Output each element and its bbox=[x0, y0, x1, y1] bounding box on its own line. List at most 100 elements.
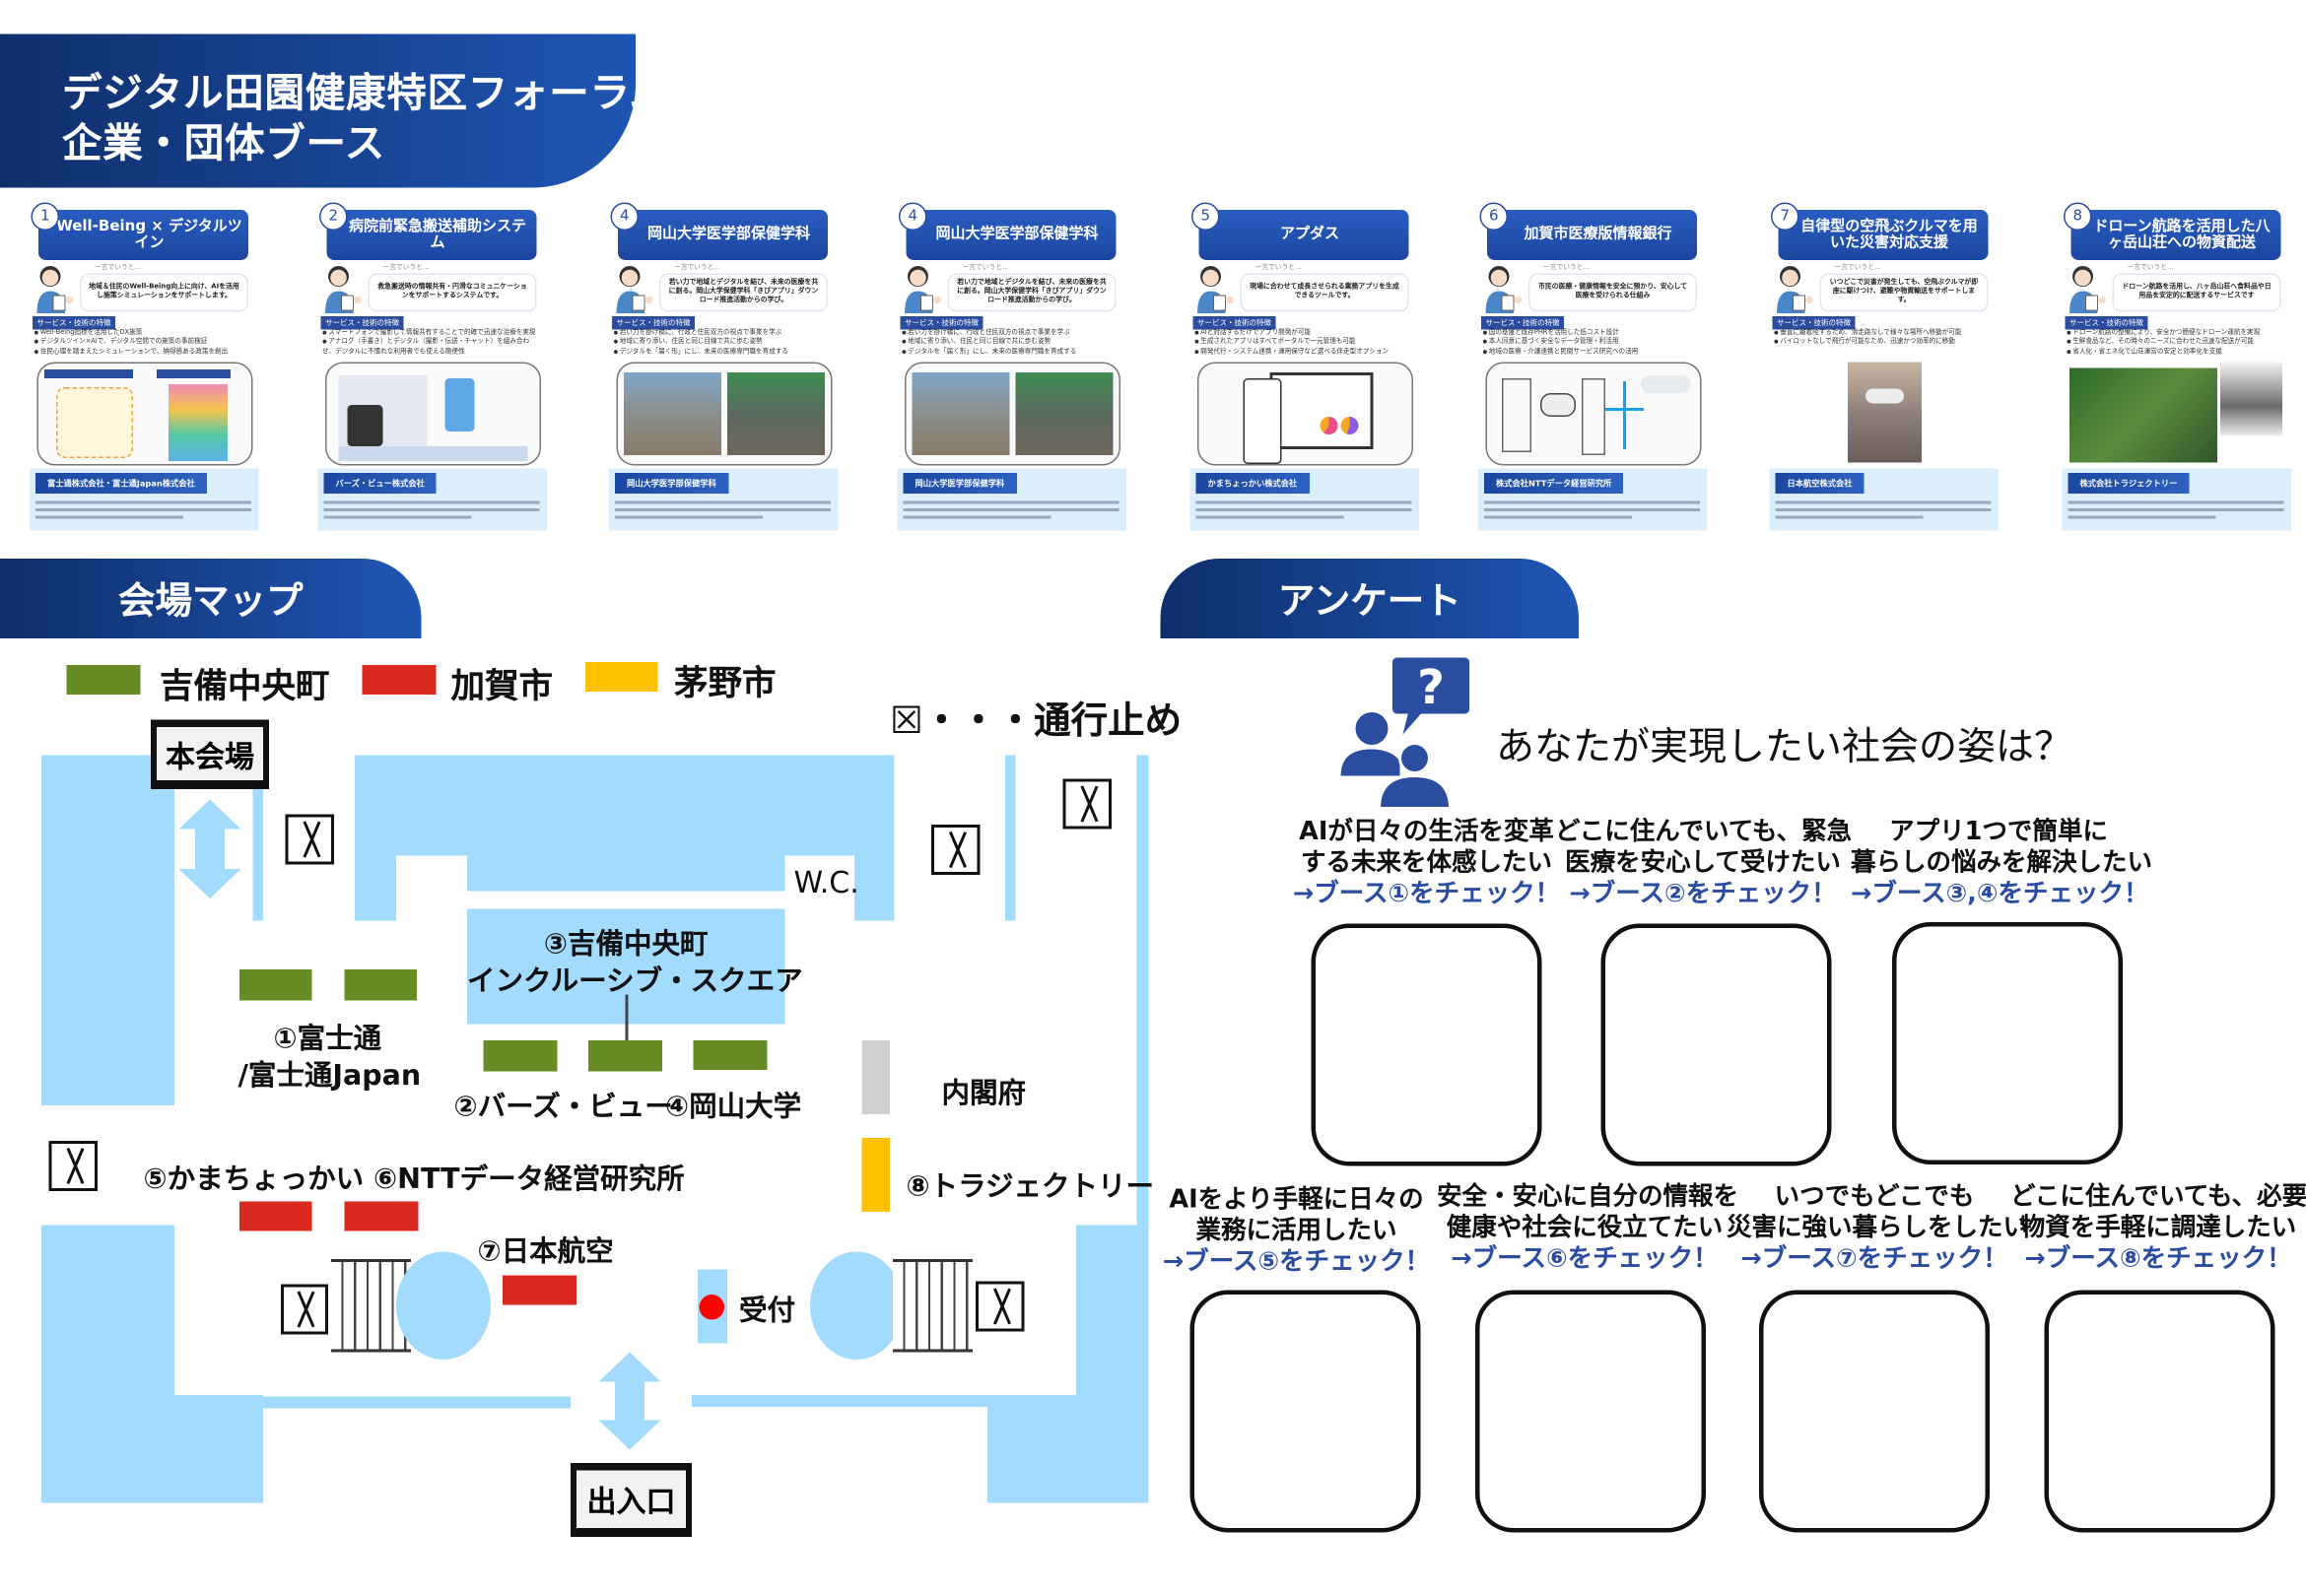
presenter-icon bbox=[2067, 263, 2108, 313]
booth-fujitsu[interactable] bbox=[239, 969, 312, 1001]
sticker-box[interactable] bbox=[1311, 923, 1542, 1166]
company-description-line bbox=[903, 515, 1051, 519]
company-name: 日本航空株式会社 bbox=[1775, 473, 1865, 494]
booth56-label: ⑤かまちょっかい ⑥NTTデータ経営研究所 bbox=[143, 1163, 685, 1196]
legend-label-kibichuo: 吉備中央町 bbox=[160, 668, 330, 706]
company-description-line bbox=[615, 515, 763, 519]
sticker-box[interactable] bbox=[1759, 1290, 1990, 1533]
sticker-box[interactable] bbox=[2044, 1290, 2275, 1533]
survey-option-text: 安全・安心に自分の情報を健康や社会に役立てたい→ブース⑥をチェック！ bbox=[1437, 1182, 1738, 1276]
floor-area bbox=[252, 786, 263, 921]
booth-number-badge: 4 bbox=[899, 202, 927, 231]
company-description-line bbox=[1195, 500, 1412, 504]
floor-area bbox=[263, 1396, 571, 1409]
sticker-box[interactable] bbox=[1892, 922, 2123, 1164]
booth-cabinet-office[interactable] bbox=[861, 1040, 890, 1114]
closed-legend: ☒・・・通行止め bbox=[890, 698, 1183, 743]
legend-swatch-chino bbox=[585, 662, 658, 692]
booth-okayama-univ[interactable] bbox=[693, 1040, 768, 1070]
company-description-line bbox=[1775, 508, 1992, 511]
company-description-line bbox=[2068, 508, 2284, 511]
floor-area bbox=[987, 1395, 1076, 1503]
floor-area bbox=[355, 755, 396, 921]
floor-area bbox=[41, 1225, 174, 1503]
feature-list: 垂直に離着陸するため、滑走路なしで様々な場所へ移動が可能パイロットなしで飛行が可… bbox=[1774, 330, 1993, 349]
option-line1: どこに住んでいても、緊急 bbox=[1555, 817, 1853, 847]
floor-area bbox=[174, 1395, 263, 1503]
feature-label: サービス・技術の特徴 bbox=[1481, 316, 1565, 330]
feature-item: 住民心理を踏まえたシミュレーションで、納得感ある政策を創出 bbox=[34, 349, 253, 359]
booth-trajectory[interactable] bbox=[861, 1138, 890, 1212]
feature-label: サービス・技術の特徴 bbox=[1772, 316, 1856, 330]
header-title-line2: 企業・団体ブース bbox=[62, 121, 385, 167]
booth-jal[interactable] bbox=[503, 1275, 576, 1305]
option-line1: 安全・安心に自分の情報を bbox=[1437, 1182, 1738, 1212]
company-description-line bbox=[1195, 515, 1344, 519]
people-question-icon: ? bbox=[1340, 657, 1469, 809]
option-line2: 健康や社会に役立てたい bbox=[1446, 1213, 1724, 1243]
survey-question: あなたが実現したい社会の姿は？ bbox=[1496, 725, 2073, 770]
booth-number-badge: 6 bbox=[1479, 202, 1508, 231]
sticker-box[interactable] bbox=[1600, 923, 1832, 1166]
company-description-line bbox=[323, 508, 540, 511]
summary-bubble: 地域＆住民のWell-Being向上に向け、AIを活用し施策シミュレーションをサ… bbox=[80, 273, 248, 312]
booth-check-link[interactable]: →ブース②をチェック！ bbox=[1569, 879, 1837, 909]
booth-check-link[interactable]: →ブース⑦をチェック！ bbox=[1740, 1244, 2008, 1274]
booth-number-badge: 2 bbox=[319, 202, 348, 231]
booth-title: 岡山大学医学部保健学科 bbox=[906, 210, 1117, 260]
survey-option-text: AIをより手軽に日々の業務に活用したい→ブース⑤をチェック！ bbox=[1149, 1185, 1445, 1279]
booth-kamachokkai[interactable] bbox=[239, 1201, 312, 1231]
booth-birdsview[interactable] bbox=[483, 1040, 558, 1072]
closed-marker-icon bbox=[976, 1281, 1025, 1332]
feature-label: サービス・技術の特徴 bbox=[320, 316, 404, 330]
one-word-label: ー言でいうと… bbox=[1834, 264, 1881, 273]
booth-image bbox=[1485, 362, 1702, 466]
summary-bubble: 救急搬送時の情報共有・円滑なコミュニケーションをサポートするシステムです。 bbox=[368, 273, 537, 312]
feature-item: ドローン航路の整備により、安全かつ簡便なドローン運航を実現 bbox=[2067, 330, 2285, 340]
presenter-icon bbox=[1483, 263, 1525, 313]
booth-check-link[interactable]: →ブース⑤をチェック！ bbox=[1162, 1247, 1431, 1277]
company-description-line bbox=[35, 500, 251, 504]
feature-item: 若い力を掛け橋に、行政と住民双方の視点で事業を学ぶ bbox=[614, 330, 833, 340]
summary-bubble: 市民の医療・健康情報を安全に預かり、安心して医療を受けられる仕組み bbox=[1528, 273, 1697, 312]
one-word-label: ー言でいうと… bbox=[2127, 264, 2174, 273]
booth-image bbox=[1197, 362, 1413, 466]
feature-item: スマートフォンで撮影して情報共有することで的確で迅速な治療を実現 bbox=[322, 330, 541, 340]
feature-list: Well-Being指標を活用したDX施策デジタルツイン×AIで、デジタル空間で… bbox=[34, 330, 253, 359]
booth-kibichuo[interactable] bbox=[588, 1040, 662, 1072]
feature-item: 生成されたアプリはすべてポータルで一元管理も可能 bbox=[1194, 339, 1413, 349]
feature-item: 国の基盤と既存PHRを活用した低コスト設計 bbox=[1483, 330, 1702, 340]
booth-title: ドローン航路を活用した八ヶ岳山荘への物資配送 bbox=[2070, 210, 2281, 260]
feature-item: 垂直に離着陸するため、滑走路なしで様々な場所へ移動が可能 bbox=[1774, 330, 1993, 340]
feature-item: 若い力を掛け橋に、行政と住民双方の視点で事業を学ぶ bbox=[902, 330, 1120, 340]
company-description-line bbox=[1484, 508, 1700, 511]
sticker-box[interactable] bbox=[1189, 1290, 1421, 1533]
option-line2: 業務に活用したい bbox=[1195, 1216, 1397, 1246]
feature-item: 生鮮食品など、その時々のニーズに合わせた迅速な配送が可能 bbox=[2067, 339, 2285, 349]
booth2-label: ②バーズ・ビュー bbox=[453, 1091, 673, 1123]
booth-check-link[interactable]: →ブース⑧をチェック！ bbox=[2024, 1244, 2292, 1274]
sticker-box[interactable] bbox=[1475, 1290, 1706, 1533]
booth-check-link[interactable]: →ブース⑥をチェック！ bbox=[1451, 1244, 1719, 1274]
survey-option-text: AIが日々の生活を変革する未来を体感したい→ブース①をチェック！ bbox=[1279, 818, 1575, 911]
company-name: かまちょっかい株式会社 bbox=[1195, 473, 1310, 494]
booth-check-link[interactable]: →ブース③,④をチェック！ bbox=[1851, 879, 2149, 909]
booth7-label: ⑦日本航空 bbox=[477, 1235, 614, 1268]
booth-check-link[interactable]: →ブース①をチェック！ bbox=[1292, 879, 1561, 909]
option-line1: アプリ1つで簡単に bbox=[1889, 817, 2108, 847]
company-description-line bbox=[615, 500, 831, 504]
booth-fujitsu[interactable] bbox=[344, 969, 417, 1001]
company-description-line bbox=[1775, 515, 1924, 519]
map-section-banner: 会場マップ bbox=[0, 559, 422, 638]
feature-label: サービス・技術の特徴 bbox=[900, 316, 983, 330]
company-description-line bbox=[2068, 515, 2216, 519]
double-arrow-icon bbox=[598, 1352, 661, 1450]
reception-dot-icon bbox=[699, 1295, 724, 1320]
booth-ntt-data[interactable] bbox=[344, 1201, 419, 1231]
feature-list: 国の基盤と既存PHRを活用した低コスト設計本人同意に基づく安全なデータ管理・利活… bbox=[1483, 330, 1702, 359]
survey-section-title: アンケート bbox=[1277, 579, 1461, 623]
